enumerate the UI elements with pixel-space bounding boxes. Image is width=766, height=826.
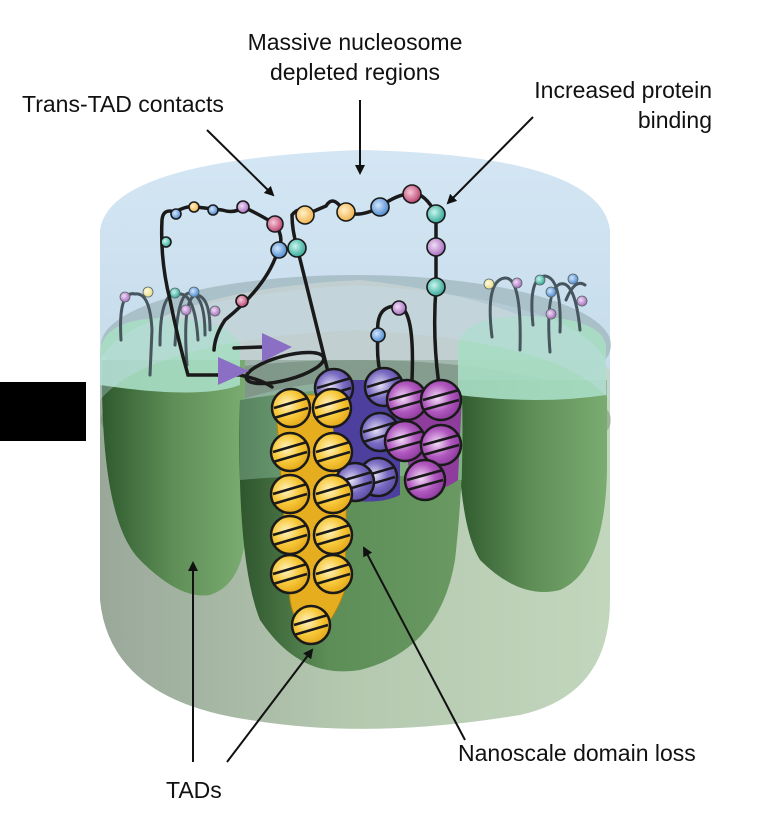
yellow-nucleosome: [311, 387, 353, 429]
tad-right: [457, 316, 607, 592]
beads-right-loops: [483, 273, 588, 320]
label-protein-binding-line2: binding: [637, 107, 712, 133]
arrowhead-lower: [218, 357, 249, 385]
label-protein-binding: Increased protein binding: [480, 75, 712, 135]
cohesin-ring: [244, 350, 326, 386]
yellow-nucleosome: [290, 604, 332, 646]
label-trans-tad: Trans-TAD contacts: [22, 91, 224, 117]
yellow-nucleosome: [269, 473, 311, 515]
arrow-tad-center: [226, 648, 314, 763]
arrowhead-upper: [262, 333, 292, 362]
magenta-nucleosome: [419, 423, 463, 467]
nucleosome-clusters: [269, 366, 463, 646]
outer-shell-upper: [100, 150, 610, 370]
label-nucleosome-depleted-line1: Massive nucleosome: [247, 29, 463, 55]
direction-arrowheads: [218, 333, 292, 385]
label-nucleosome-depleted: Massive nucleosome depleted regions: [222, 27, 488, 87]
annotation-arrows: [188, 100, 534, 763]
yellow-nucleosome: [269, 553, 311, 595]
yellow-nucleosome: [270, 387, 312, 429]
beads-left-loops: [119, 286, 221, 317]
arrow-nanoscale: [363, 546, 466, 741]
yellow-nucleosome: [312, 553, 354, 595]
yellow-nucleosome: [312, 514, 354, 556]
protein-beads: [160, 184, 446, 343]
chromatin-loops-right: [488, 274, 587, 354]
redaction-box: [0, 382, 86, 441]
shell-overlay: [100, 285, 610, 400]
tad-right-cap: [458, 316, 606, 400]
label-nucleosome-depleted-line2: depleted regions: [269, 59, 441, 85]
yellow-nucleosome: [312, 473, 354, 515]
label-nanoscale-domain-loss: Nanoscale domain loss: [458, 740, 696, 766]
label-tads: TADs: [166, 777, 222, 803]
yellow-nucleosome: [269, 514, 311, 556]
arrow-protein-binding: [446, 116, 534, 205]
yellow-nucleosome: [269, 431, 311, 473]
magenta-nucleosome: [383, 419, 427, 463]
arrow-trans-tad: [206, 129, 275, 197]
yellow-nucleosome: [312, 431, 354, 473]
magenta-nucleosome: [419, 378, 463, 422]
label-protein-binding-line1: Increased protein: [534, 77, 712, 103]
magenta-nucleosome: [403, 458, 447, 502]
